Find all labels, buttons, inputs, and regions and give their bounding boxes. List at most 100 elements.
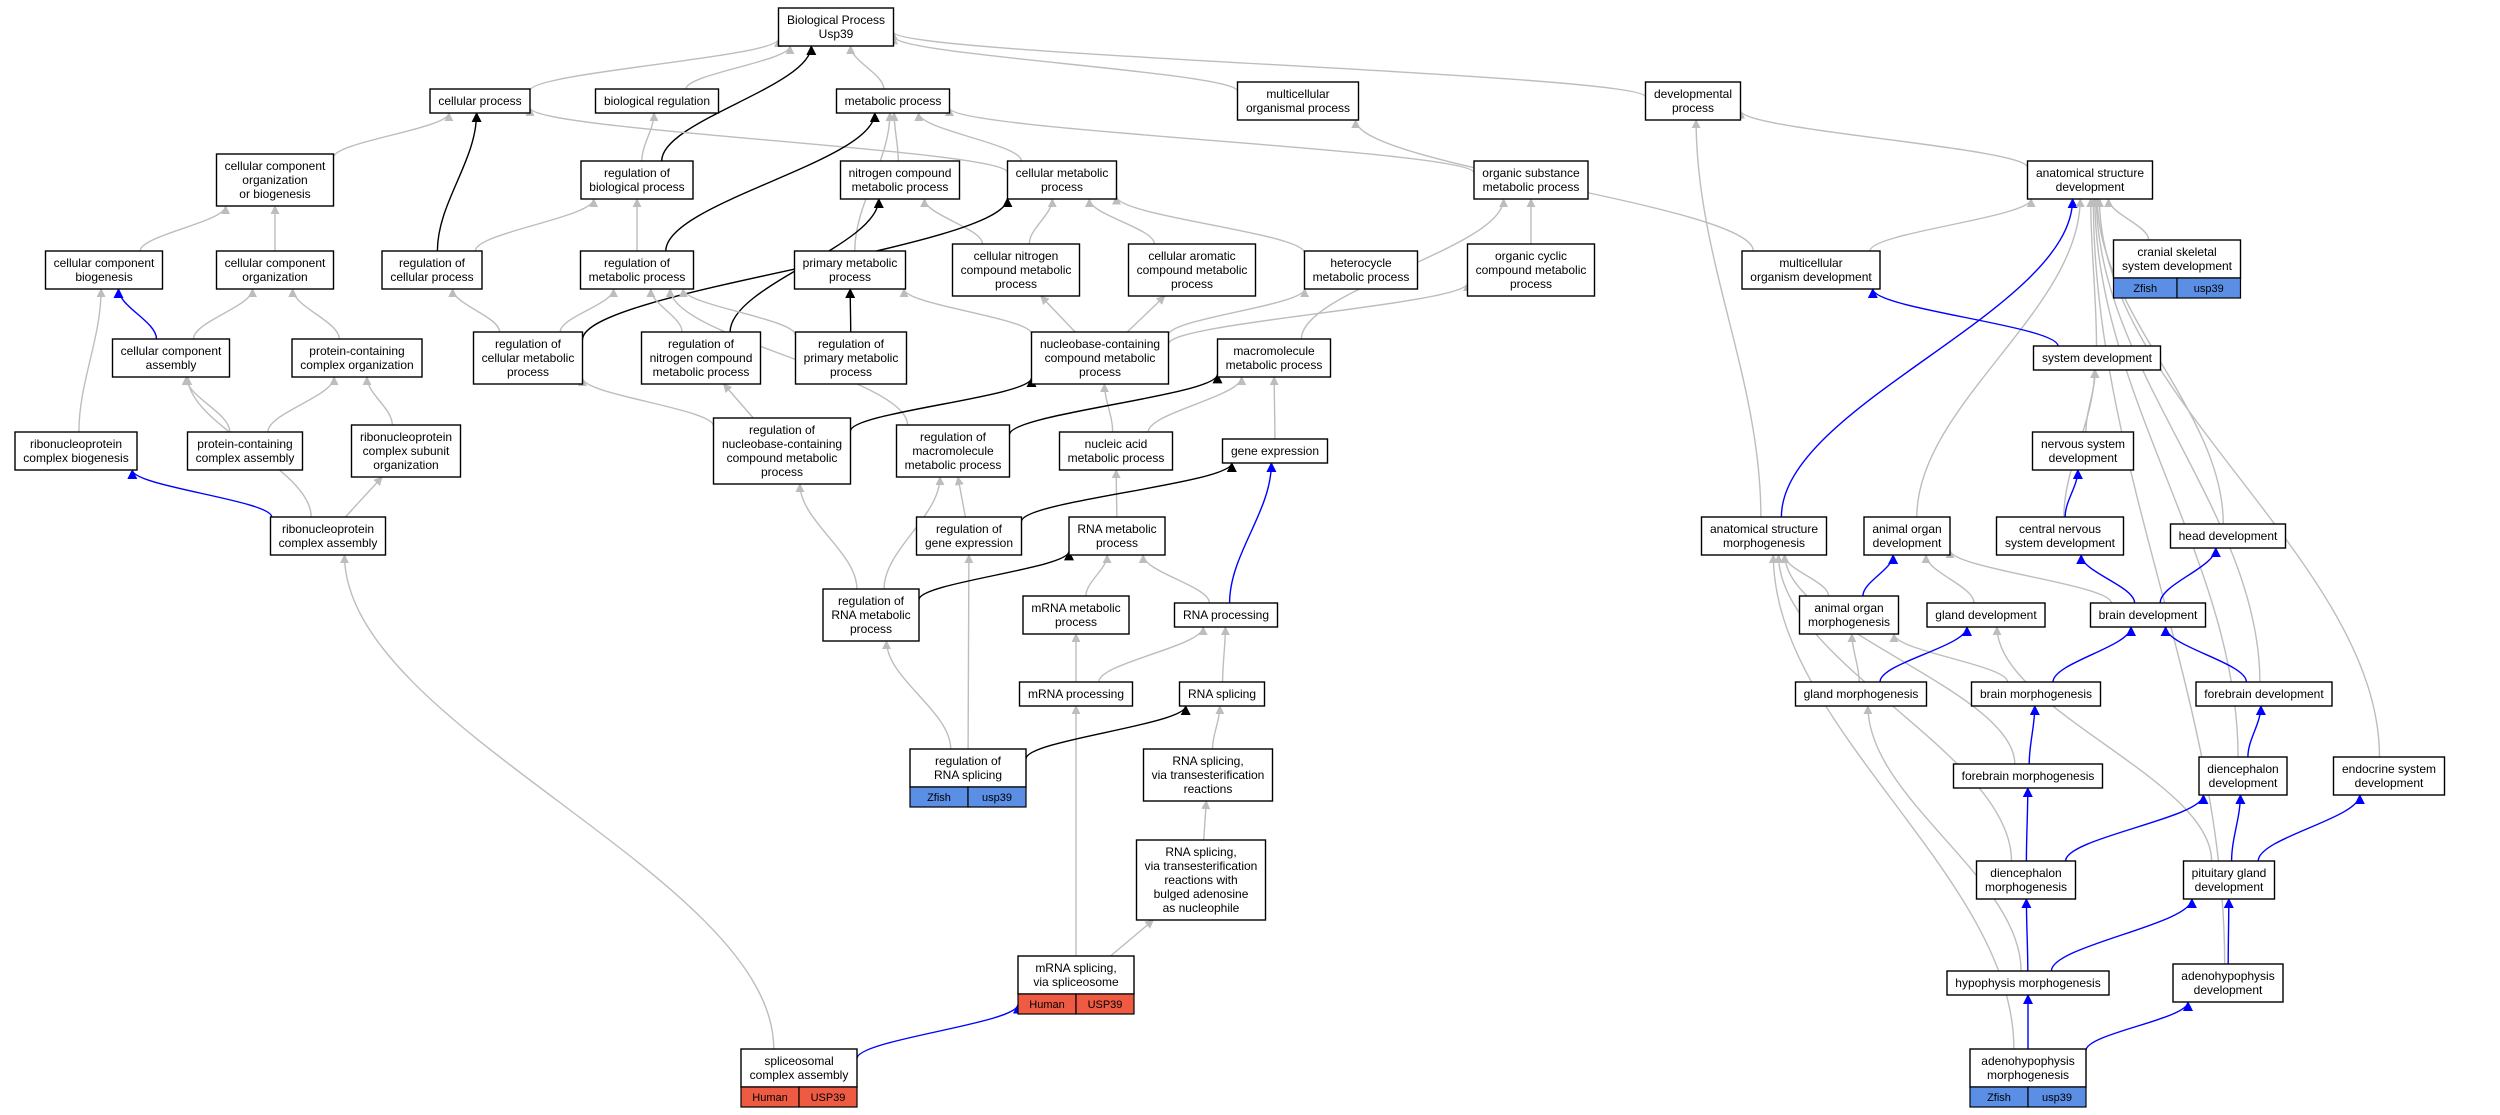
go-term-label: metabolic process [1313, 270, 1410, 284]
go-term-label: diencephalon [1990, 866, 2061, 880]
is-a-edge-regcp-to-cellproc [436, 112, 482, 252]
go-term-label: primary metabolic [803, 256, 898, 270]
go-term-label: morphogenesis [1985, 880, 2067, 894]
go-term-label: animal organ [1814, 601, 1883, 615]
go-term-label: via transesterification [1152, 768, 1265, 782]
go-term-label: cellular component [225, 159, 326, 173]
is-a-edge-nbcmp-to-hmp [1167, 288, 1310, 336]
edge-path [2223, 898, 2234, 965]
go-term-box [2172, 963, 2284, 1003]
edge-path [1780, 554, 2016, 765]
is-a-edge-mrnamp-to-rnamp [1085, 554, 1112, 597]
go-term-node-rnaspliceTE: RNA splicing,via transesterificationreac… [1142, 748, 1274, 802]
go-term-label: complex assembly [750, 1068, 849, 1082]
go-term-label: system development [2122, 259, 2233, 273]
edge-path [192, 288, 257, 340]
is-a-edge-rnpca-to-rnpcb [127, 469, 273, 518]
go-term-label: development [2195, 880, 2264, 894]
go-term-label: regulation of [668, 337, 735, 351]
is-a-edge-bioreg-to-bp [685, 45, 795, 90]
is-a-edge-regbio-to-bp [661, 45, 817, 162]
go-term-box [1068, 516, 1166, 556]
edge-path [578, 377, 715, 427]
is-a-edge-nbcmp-to-pmp [899, 288, 1033, 335]
is-a-edge-spliceo-to-mrnasplice [856, 1003, 1023, 1059]
is-a-edge-cnsd-to-nsd [2064, 469, 2083, 518]
go-term-box [2195, 681, 2333, 707]
is-a-edge-fbmorph-to-brainmorph [2028, 705, 2040, 765]
edge-path [899, 288, 1033, 335]
edge-path [665, 288, 909, 426]
is-a-edge-rnaspliceBA-to-rnaspliceTE [1201, 800, 1211, 841]
species-label: Zfish [2133, 283, 2157, 295]
go-term-label: animal organ [1872, 522, 1941, 536]
is-a-edge-asd-to-devproc [1736, 109, 2029, 168]
go-term-label: nervous system [2041, 437, 2125, 451]
species-label: Zfish [1987, 1092, 2011, 1104]
go-term-box [794, 331, 908, 385]
is-a-edge-regmp-to-metproc [665, 112, 880, 252]
go-term-box [2089, 602, 2207, 628]
edge-path [964, 554, 974, 750]
is-a-edge-glandmorph-to-glanddev [1879, 626, 1972, 683]
go-term-box [895, 424, 1011, 478]
go-term-label: cellular nitrogen [974, 249, 1059, 263]
go-term-label: system development [2005, 536, 2116, 550]
edge-path [1780, 198, 2078, 518]
go-term-box [2332, 756, 2446, 796]
go-term-label: metabolic process [905, 458, 1002, 472]
is-a-edge-pcca-to-cca [181, 376, 231, 433]
go-term-label: complex assembly [279, 536, 378, 550]
go-term-box [269, 516, 387, 556]
edge-path [2076, 554, 2136, 604]
go-term-label: development [1873, 536, 1942, 550]
is-a-edge-cncmp-to-ncmp [920, 198, 984, 245]
go-term-box [822, 588, 920, 642]
go-term-label: hypophysis morphogenesis [1955, 976, 2100, 990]
edge-path [344, 476, 383, 518]
go-term-box [1946, 970, 2110, 996]
is-a-edge-nbcmp-to-cacmp [1126, 295, 1166, 333]
is-a-edge-cacmp-to-cmp [1084, 198, 1156, 245]
edge-path [1921, 554, 1975, 604]
edge-path [1008, 373, 1223, 435]
go-term-node-fbdev: forebrain development [2195, 681, 2333, 707]
go-term-box [2198, 756, 2288, 796]
is-a-edge-pitdev-to-endodev [2257, 794, 2365, 862]
go-term-box [429, 88, 531, 114]
go-term-label: primary metabolic [804, 351, 899, 365]
is-a-edge-cskel-to-asd [2104, 198, 2150, 241]
is-a-edge-devproc-to-bp [889, 31, 1647, 98]
go-term-label: development [2194, 983, 2263, 997]
edge-path [1916, 198, 2085, 518]
go-term-box [1975, 860, 2077, 900]
go-term-label: mRNA processing [1028, 687, 1124, 701]
go-term-box [1969, 1048, 2087, 1088]
go-term-label: pituitary gland [2192, 866, 2267, 880]
go-term-label: RNA splicing, [1172, 754, 1243, 768]
is-a-edge-sysdev-to-mod [1867, 288, 2059, 347]
edge-path [723, 383, 754, 419]
is-a-edge-sysdev-to-asd [2086, 198, 2098, 347]
go-term-label: nitrogen compound [849, 166, 952, 180]
go-term-box [1952, 763, 2104, 789]
is-a-edge-braindev-to-aod [1945, 549, 2113, 604]
go-term-label: bulged adenosine [1154, 887, 1249, 901]
go-term-label: regulation of [838, 594, 905, 608]
edge-path [1084, 198, 1156, 245]
go-term-label: ribonucleoprotein [30, 437, 122, 451]
edge-path [1201, 800, 1211, 841]
edge-path [2086, 198, 2098, 347]
